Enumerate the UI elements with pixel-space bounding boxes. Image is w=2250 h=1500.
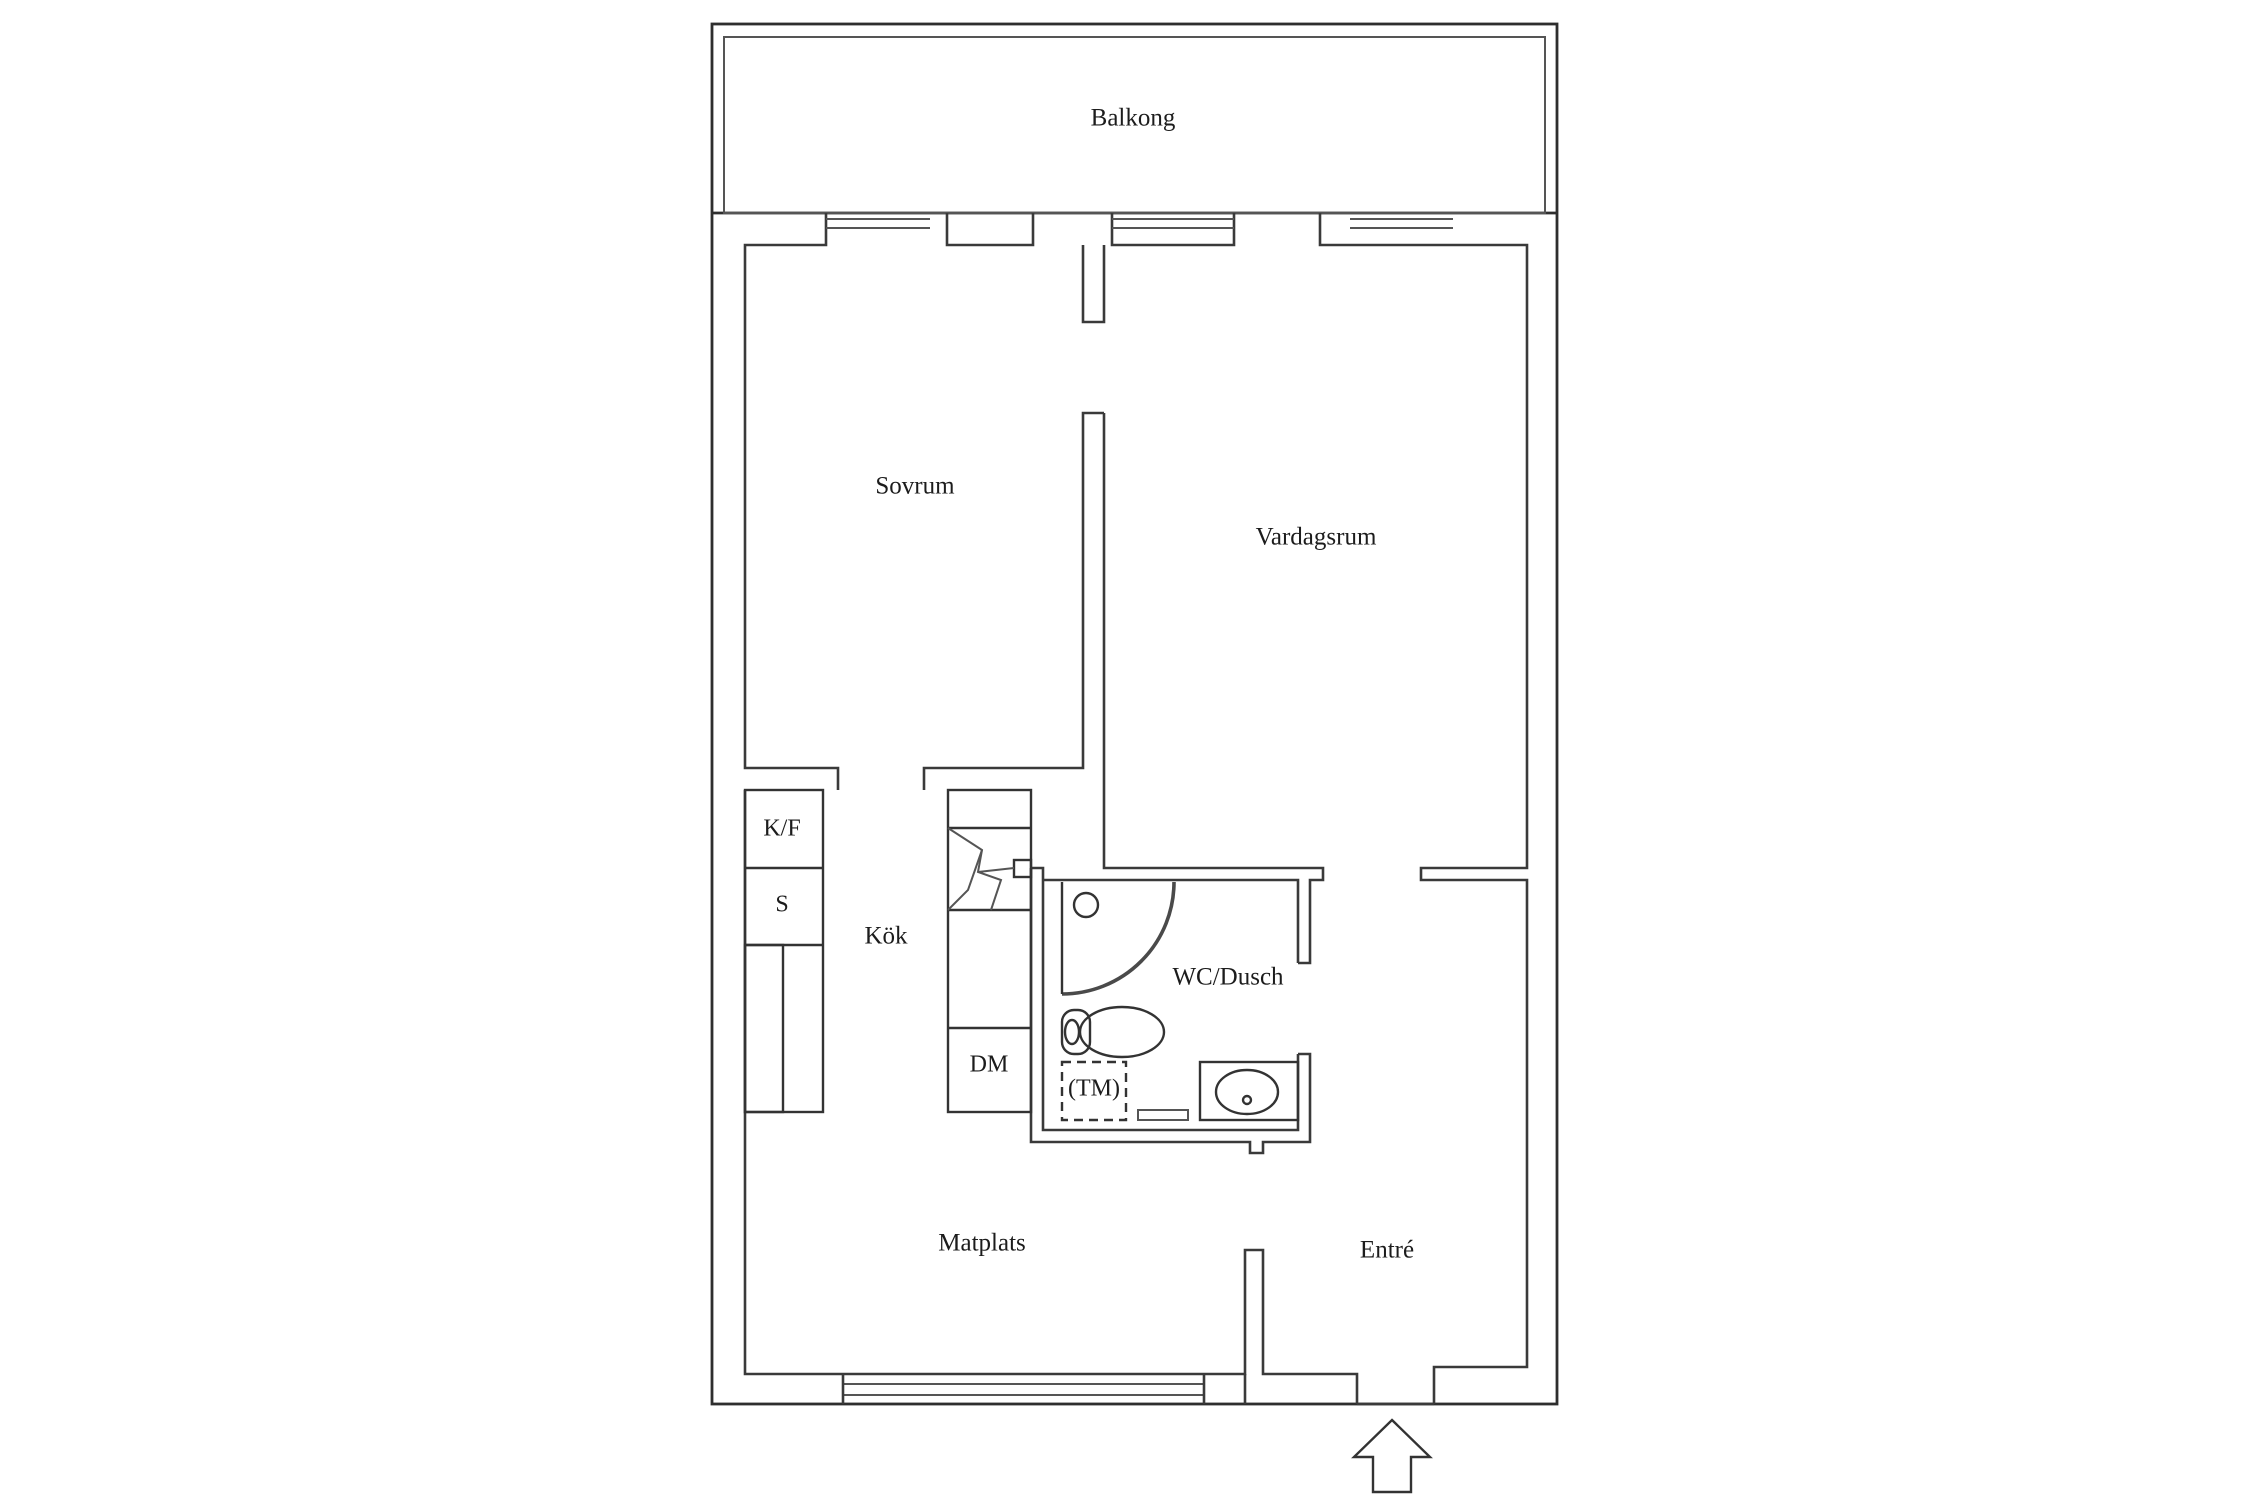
fixture-label-dishwasher: DM [970,1052,1009,1078]
top-wall [743,213,1529,1404]
interior-walls [743,411,1434,1406]
room-label-balcony: Balkong [1091,105,1176,132]
entrance-arrow [1351,1418,1433,1494]
kitchen-left-counter [743,788,825,1114]
fixture-label-fridge-freezer: K/F [763,816,800,842]
outer-walls [710,22,1559,1406]
room-label-entrance: Entré [1360,1237,1414,1264]
room-label-dining: Matplats [938,1230,1026,1257]
washing-machine-spot [1060,1060,1128,1122]
shower [1060,881,1176,996]
kitchen-right-counter [946,788,1033,1114]
room-label-bedroom: Sovrum [875,473,955,500]
fixture-label-washing-machine: (TM) [1068,1076,1120,1102]
room-label-living-room: Vardagsrum [1256,524,1377,551]
room-label-kitchen: Kök [864,923,908,950]
fixture-label-cabinet: S [775,892,788,918]
sink [1137,1060,1300,1122]
up-arrow-icon [1351,1418,1433,1494]
room-label-bathroom: WC/Dusch [1172,964,1284,991]
toilet [1060,1005,1166,1059]
